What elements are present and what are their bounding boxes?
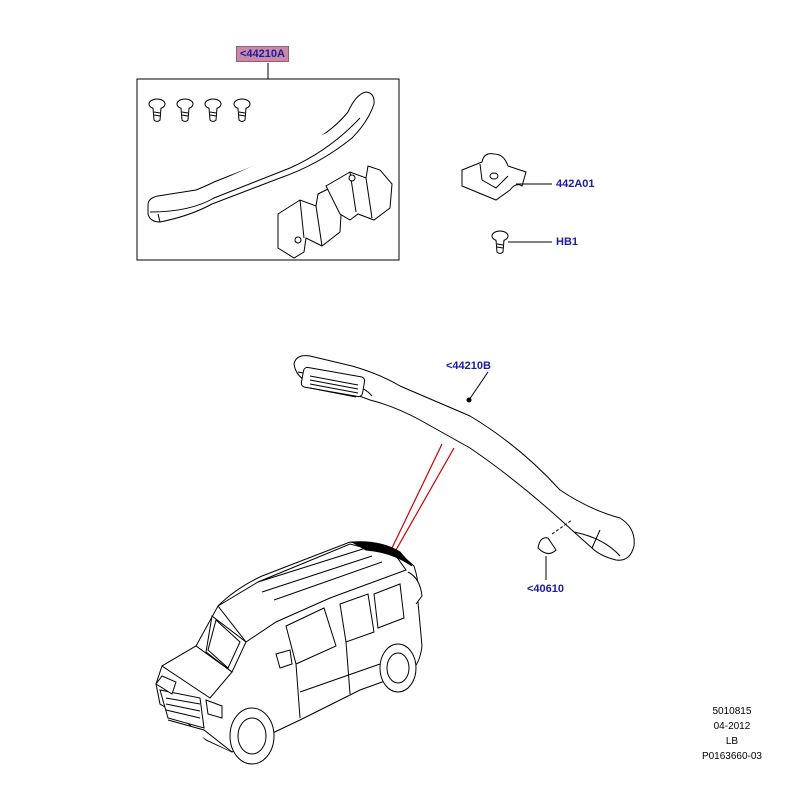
kit-spoiler — [147, 91, 375, 223]
info-line-1: 5010815 — [712, 706, 752, 717]
red-leaders — [391, 443, 455, 551]
bolt-3 — [204, 98, 222, 122]
kit-bolts — [148, 98, 251, 122]
spoiler-part — [293, 355, 635, 561]
kit-brackets — [277, 165, 393, 259]
callout-44210b[interactable]: <44210B — [446, 360, 491, 372]
info-line-4: P0163660-03 — [701, 751, 762, 762]
bolt-1 — [148, 98, 166, 122]
kit-frame — [136, 63, 400, 261]
info-line-3: LB — [725, 736, 739, 747]
hb1-bolt — [491, 230, 552, 254]
callout-44210a[interactable]: <44210A — [236, 46, 289, 62]
bolt-4 — [233, 98, 251, 122]
callout-hb1[interactable]: HB1 — [556, 236, 579, 248]
callout-442a01[interactable]: 442A01 — [556, 178, 595, 190]
diagram-info: 5010815 04-2012 LB P0163660-03 — [702, 704, 762, 764]
vehicle — [155, 541, 423, 765]
cap-part — [537, 519, 573, 580]
clip-part — [461, 153, 552, 201]
info-line-2: 04-2012 — [713, 721, 751, 732]
bolt-2 — [176, 98, 194, 122]
callout-40610[interactable]: <40610 — [527, 583, 565, 595]
